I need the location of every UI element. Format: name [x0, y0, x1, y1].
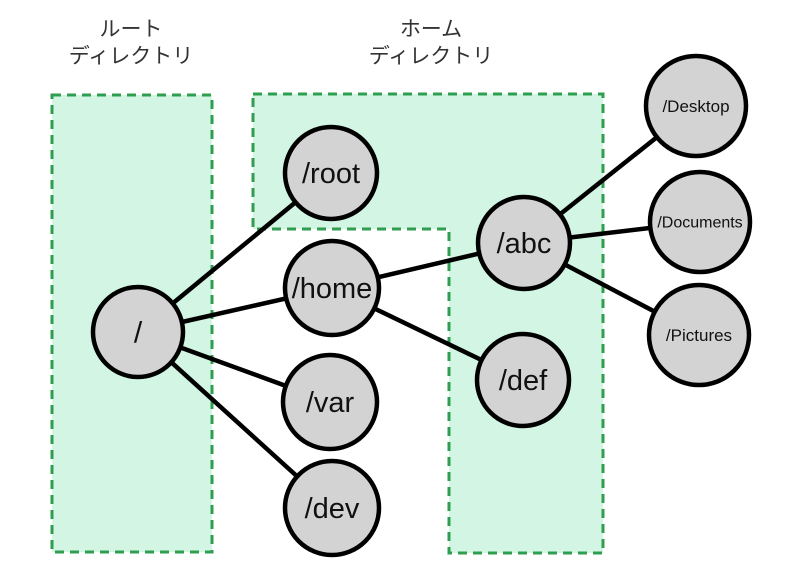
node-abc-circle [475, 194, 573, 292]
node-desktop: /Desktop [643, 53, 749, 159]
node-documents: /Documents [647, 169, 753, 275]
node-home-label: /home [292, 273, 373, 305]
node-dev: /dev [282, 458, 382, 558]
node-slashroot: /root [282, 124, 380, 222]
home-directory-title-line2: ディレクトリ [369, 45, 494, 68]
node-def: /def [474, 331, 572, 429]
node-var-label: /var [306, 387, 355, 419]
node-var-circle [280, 352, 380, 452]
node-dev-label: /dev [305, 493, 360, 525]
node-root: / [90, 284, 186, 380]
node-abc-label: /abc [497, 228, 552, 260]
node-root-label: / [134, 317, 143, 350]
node-layer: / /root/home/var/dev/abc/def/Desktop/Docu… [90, 53, 753, 558]
node-pictures-label: /Pictures [666, 326, 732, 345]
node-slashroot-label: /root [302, 158, 360, 190]
node-def-circle [474, 331, 572, 429]
node-home: /home [282, 238, 382, 338]
root-directory-title-line2: ディレクトリ [69, 45, 194, 68]
node-root-circle [90, 284, 186, 380]
node-pictures-circle [646, 282, 752, 388]
home-directory-title-line1: ホーム [400, 18, 462, 41]
title-layer: ルート ディレクトリ ホーム ディレクトリ [69, 18, 494, 68]
node-abc: /abc [475, 194, 573, 292]
node-documents-label: /Documents [657, 215, 742, 232]
node-desktop-circle [643, 53, 749, 159]
node-dev-circle [282, 458, 382, 558]
root-directory-title-line1: ルート [100, 18, 163, 41]
node-slashroot-circle [282, 124, 380, 222]
node-def-label: /def [499, 365, 548, 397]
node-desktop-label: /Desktop [662, 97, 729, 116]
node-var: /var [280, 352, 380, 452]
node-documents-circle [647, 169, 753, 275]
node-pictures: /Pictures [646, 282, 752, 388]
node-home-circle [282, 238, 382, 338]
